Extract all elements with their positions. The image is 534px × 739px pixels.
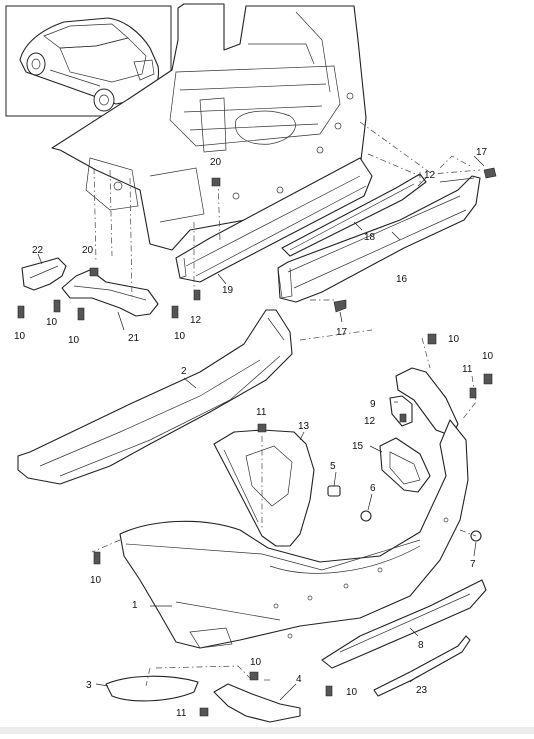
callout-label: 4 xyxy=(296,674,302,685)
callout-label: 12 xyxy=(424,170,436,181)
leader-lines xyxy=(37,155,485,701)
callout-label: 17 xyxy=(476,147,488,158)
callout-label: 9 xyxy=(370,399,376,410)
callout-label: 10 xyxy=(68,335,80,346)
callout-label: 11 xyxy=(256,407,267,418)
callout-label: 19 xyxy=(222,285,234,296)
callout-label: 18 xyxy=(364,232,376,243)
callout-label: 8 xyxy=(418,640,424,651)
callout-label: 5 xyxy=(330,461,336,472)
part-21-bracket xyxy=(61,269,159,317)
part-15-trim-frame xyxy=(379,437,431,493)
callout-label: 10 xyxy=(482,351,494,362)
callout-label: 6 xyxy=(370,483,376,494)
assembly-lines xyxy=(91,121,481,687)
callout-label: 1 xyxy=(132,600,138,611)
callout-label: 16 xyxy=(396,274,408,285)
callout-label: 13 xyxy=(298,421,310,432)
part-1-bumper-cover xyxy=(119,419,469,649)
callout-labels: 20 17 12 18 16 22 20 19 12 10 10 10 21 1… xyxy=(14,147,494,719)
part-19-cross-member xyxy=(175,157,373,283)
part-3-reflector xyxy=(105,675,199,702)
callout-label: 10 xyxy=(174,331,186,342)
fasteners xyxy=(17,167,497,717)
part-8-diffuser xyxy=(321,579,487,669)
vehicle-inset xyxy=(5,5,172,117)
callout-label: 15 xyxy=(352,441,364,452)
callout-label: 2 xyxy=(181,366,187,377)
callout-label: 22 xyxy=(32,245,44,256)
callout-label: 7 xyxy=(470,559,476,570)
part-23-trim-strip xyxy=(373,635,471,697)
callout-label: 3 xyxy=(86,680,92,691)
callout-label: 12 xyxy=(364,416,376,427)
callout-label: 10 xyxy=(46,317,58,328)
callout-label: 21 xyxy=(128,333,140,344)
footer-strip xyxy=(0,727,534,734)
callout-label: 10 xyxy=(250,657,262,668)
callout-label: 10 xyxy=(14,331,26,342)
part-9-bracket xyxy=(389,395,413,427)
callout-label: 23 xyxy=(416,685,428,696)
part-2-bumper-guide xyxy=(17,309,293,485)
part-16-impact-bar xyxy=(277,175,481,303)
part-22-bracket xyxy=(21,257,67,291)
rear-body-structure xyxy=(51,3,367,251)
callout-label: 20 xyxy=(210,157,222,168)
callout-label: 17 xyxy=(336,327,348,338)
callout-label: 12 xyxy=(190,315,202,326)
callout-label: 10 xyxy=(346,687,358,698)
callout-label: 11 xyxy=(462,364,473,375)
callout-label: 11 xyxy=(176,708,187,719)
callout-label: 20 xyxy=(82,245,94,256)
callout-label: 10 xyxy=(90,575,102,586)
part-18-bracket xyxy=(281,173,427,257)
callout-label: 10 xyxy=(448,334,460,345)
part-4-cover xyxy=(213,683,301,723)
